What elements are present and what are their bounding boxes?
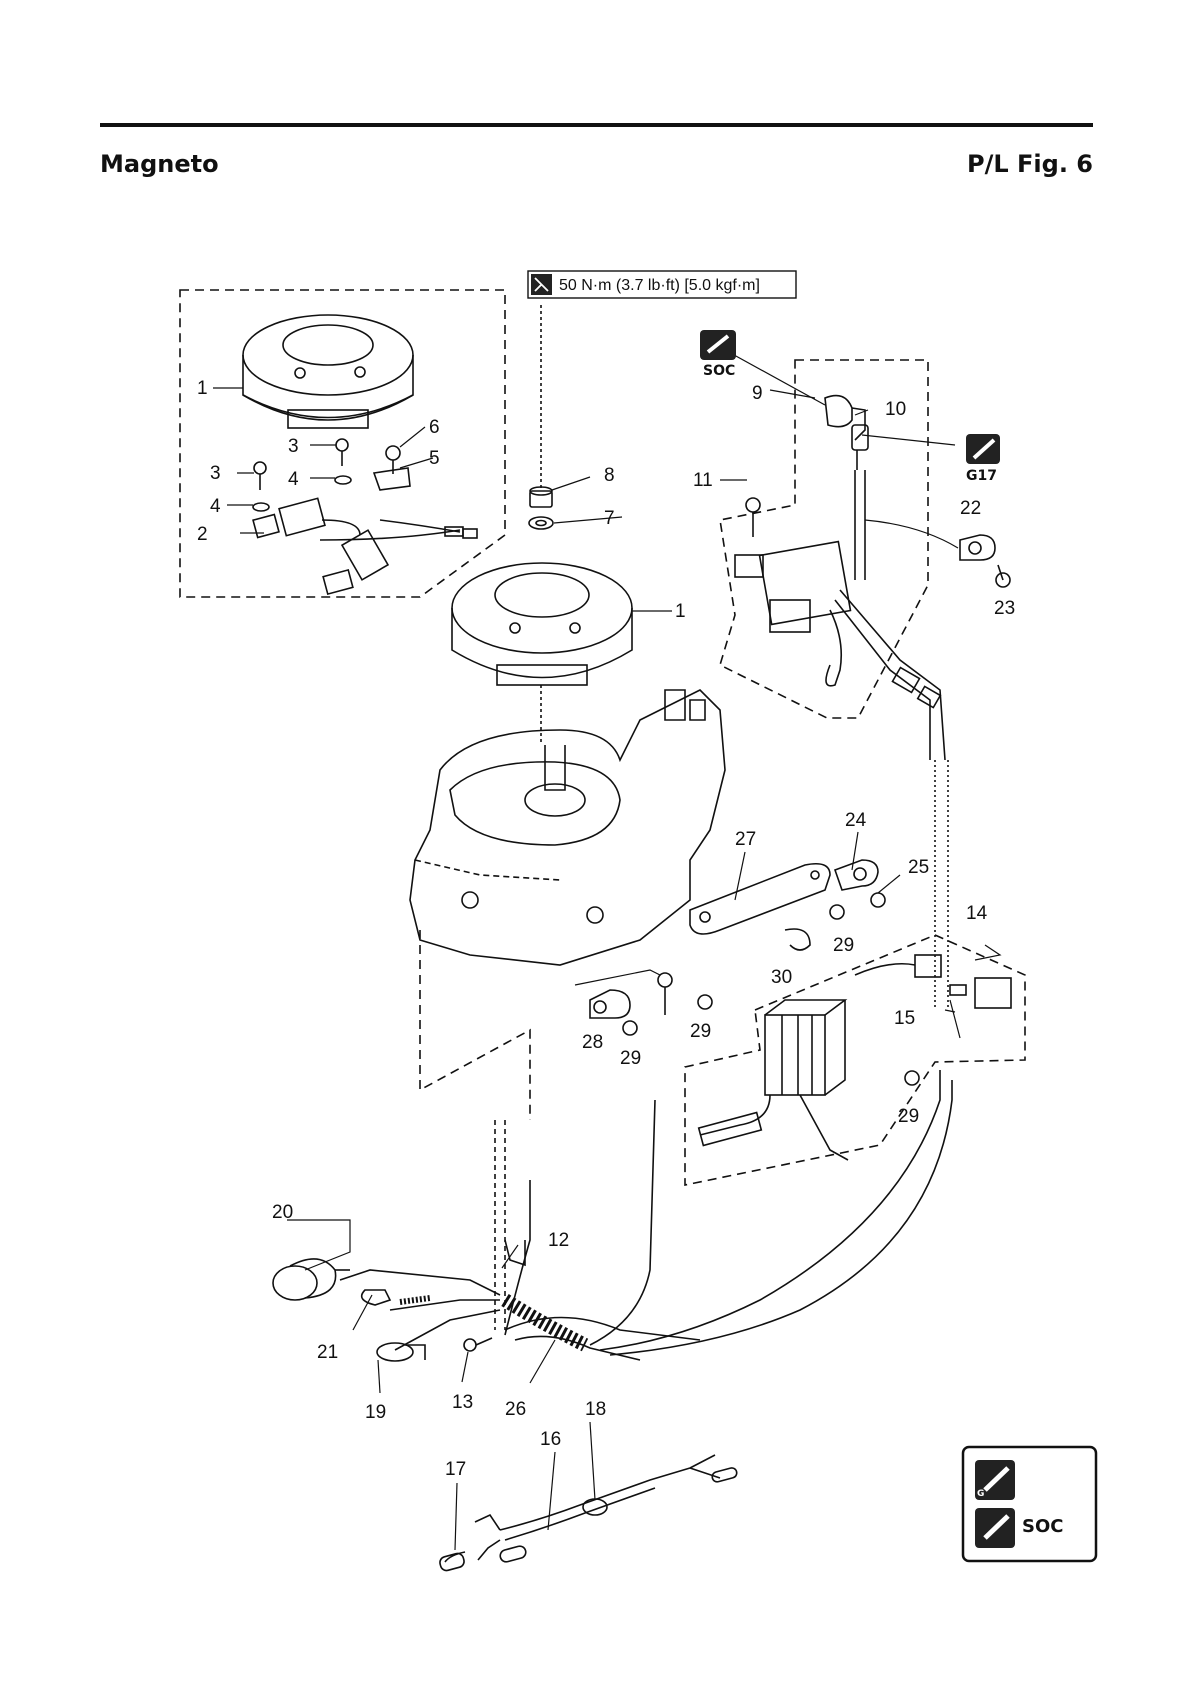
callout-16: 16 [540,1429,561,1450]
svg-text:SOC: SOC [703,363,735,379]
callout-29: 29 [898,1106,919,1127]
spark-plug-cap [825,396,868,580]
soc-grease-icon: SOC [700,330,736,379]
ignition-coil [735,498,945,760]
inset-box-rectifier [685,935,1025,1185]
svg-text:SOC: SOC [1022,1516,1063,1537]
flywheel-main [452,563,632,685]
callout-1: 1 [675,601,686,622]
callout-8: 8 [604,465,615,486]
torque-spec-text: 50 N·m (3.7 lb·ft) [5.0 kgf·m] [559,277,760,294]
grease-g-icon: G [975,1460,1015,1500]
callout-5: 5 [429,448,440,469]
callout-6: 6 [429,417,440,438]
callout-26: 26 [505,1399,526,1420]
spring-clip-21 [362,1290,430,1305]
callout-11: 11 [693,470,713,491]
wire-harness [340,1070,952,1360]
callout-19: 19 [365,1402,386,1423]
g17-grease-icon: G17 [966,434,1000,484]
callout-20: 20 [272,1202,293,1223]
callout-4: 4 [288,469,299,490]
torque-wrench-icon [531,274,552,295]
callout-29: 29 [833,935,854,956]
callout-13: 13 [452,1392,473,1413]
callout-22: 22 [960,498,981,519]
callout-21: 21 [317,1342,338,1363]
main-switch-20 [273,1259,350,1300]
callout-18: 18 [585,1399,606,1420]
engine-block [410,685,725,965]
callout-1: 1 [197,378,208,399]
rectifier-regulator [699,955,1011,1160]
grommet-19 [377,1343,425,1361]
nut-and-washer [529,305,553,529]
callout-3: 3 [288,436,299,457]
flywheel-upper [243,315,413,428]
callout-24: 24 [845,810,867,831]
harness-sleeve-26 [505,1300,585,1345]
svg-text:G: G [977,1489,984,1499]
callout-2: 2 [197,524,208,545]
callout-28: 28 [582,1032,603,1053]
callout-9: 9 [752,383,763,404]
legend-box: G SOC [963,1447,1096,1561]
clamp-22 [960,535,1010,587]
screws-upper-inset [253,439,410,511]
callout-14: 14 [966,903,988,924]
torque-spec-box: 50 N·m (3.7 lb·ft) [5.0 kgf·m] [528,271,796,298]
callout-10: 10 [885,399,906,420]
callout-23: 23 [994,598,1015,619]
callout-29: 29 [620,1048,641,1069]
callout-25: 25 [908,857,929,878]
callout-29: 29 [690,1021,711,1042]
screw-13 [464,1338,492,1351]
callout-12: 12 [548,1230,569,1251]
callout-numbers: 1 1 2 3 3 4 4 5 6 7 8 9 10 11 12 13 14 1… [197,378,1015,1480]
extension-lead [439,1455,738,1572]
svg-text:G17: G17 [966,468,997,484]
callout-17: 17 [445,1459,466,1480]
callout-30: 30 [771,967,792,988]
callout-15: 15 [894,1008,915,1029]
callout-3: 3 [210,463,221,484]
callout-27: 27 [735,829,756,850]
callout-4: 4 [210,496,221,517]
callout-7: 7 [604,508,615,529]
